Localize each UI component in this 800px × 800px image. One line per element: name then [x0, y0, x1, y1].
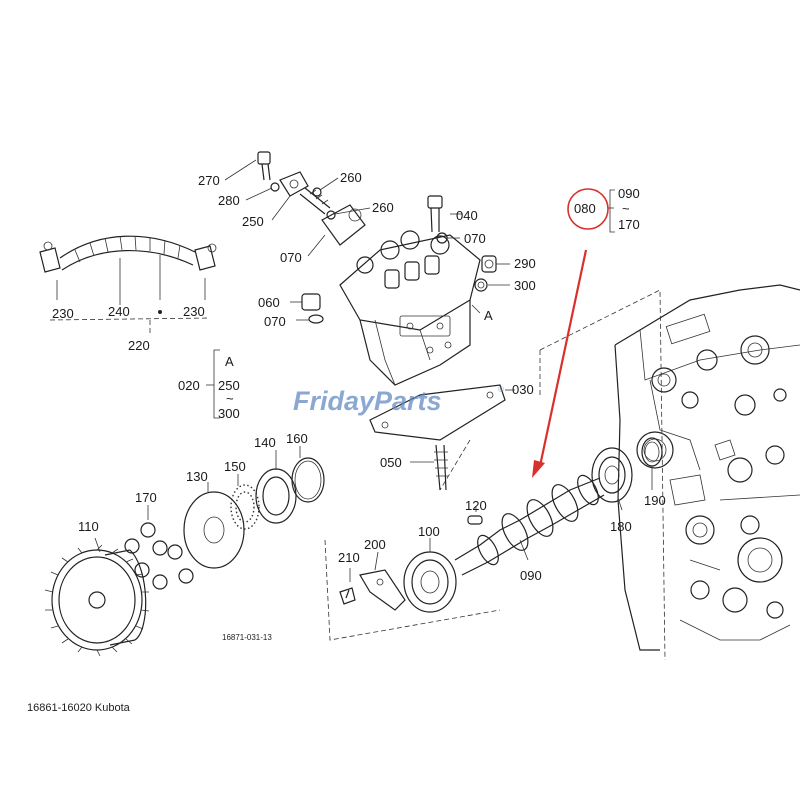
label-030: 030 [512, 382, 534, 397]
engine-block [614, 284, 800, 651]
label-260-b: 260 [372, 200, 394, 215]
label-180: 180 [610, 519, 632, 534]
label-220: 220 [128, 338, 150, 353]
label-300: 300 [514, 278, 536, 293]
drawing-code: 16871-031-13 [222, 633, 272, 642]
label-270: 270 [198, 173, 220, 188]
label-250: 250 [242, 214, 264, 229]
label-040: 040 [456, 208, 478, 223]
label-060: 060 [258, 295, 280, 310]
watermark-brand: FridayParts [293, 386, 442, 416]
label-160: 160 [286, 431, 308, 446]
part-number-caption: 16861-16020 Kubota [27, 702, 130, 714]
label-240: 240 [108, 304, 130, 319]
label-070-a: 070 [280, 250, 302, 265]
label-300-b: 300 [218, 406, 240, 421]
label-090-a: 090 [618, 186, 640, 201]
label-070-b: 070 [464, 231, 486, 246]
label-140: 140 [254, 435, 276, 450]
label-210: 210 [338, 550, 360, 565]
label-260-a: 260 [340, 170, 362, 185]
label-100: 100 [418, 524, 440, 539]
label-A-bracket: A [225, 354, 234, 369]
label-200: 200 [364, 537, 386, 552]
label-070-c: 070 [264, 314, 286, 329]
label-230-b: 230 [183, 304, 205, 319]
watermark-registered: ® [498, 385, 504, 394]
label-170-b: 170 [135, 490, 157, 505]
label-280: 280 [218, 193, 240, 208]
label-080: 080 [574, 201, 596, 216]
tilde-bracket-2: ~ [622, 201, 630, 216]
label-290: 290 [514, 256, 536, 271]
pump-small-parts [257, 151, 497, 324]
label-170-a: 170 [618, 217, 640, 232]
label-050: 050 [380, 455, 402, 470]
part-labels: 270 280 250 260 260 070 040 070 290 300 … [52, 170, 666, 642]
label-230-a: 230 [52, 306, 74, 321]
label-130: 130 [186, 469, 208, 484]
label-090-b: 090 [520, 568, 542, 583]
timing-gear-parts [44, 457, 325, 657]
highlight-arrow-shaft [538, 249, 588, 467]
leader-lines [94, 159, 653, 582]
label-190: 190 [644, 493, 666, 508]
label-150: 150 [224, 459, 246, 474]
highlight-arrow-head [532, 460, 545, 478]
tilde-bracket-1: ~ [226, 391, 234, 406]
injection-pump [339, 230, 506, 491]
highlight-080 [532, 188, 609, 478]
highlight-circle [567, 188, 609, 230]
guide-lines [49, 289, 666, 661]
label-120: 120 [465, 498, 487, 513]
pipe-assembly [39, 235, 217, 314]
label-250-b: 250 [218, 378, 240, 393]
label-020: 020 [178, 378, 200, 393]
label-110: 110 [78, 519, 99, 534]
label-A-pump: A [484, 308, 493, 323]
